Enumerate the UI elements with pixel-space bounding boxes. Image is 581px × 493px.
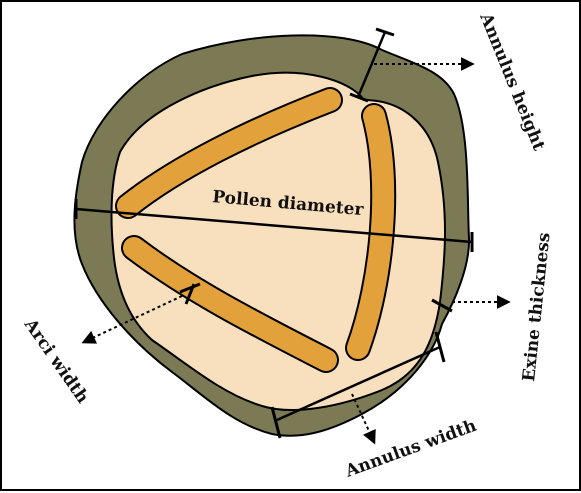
exine-thickness-label: Exine thickness bbox=[519, 231, 555, 382]
annulus-height-label: Annulus height bbox=[475, 9, 549, 153]
arci-width-label: Arci width bbox=[19, 315, 92, 408]
annulus-width-label: Annulus width bbox=[342, 416, 479, 482]
